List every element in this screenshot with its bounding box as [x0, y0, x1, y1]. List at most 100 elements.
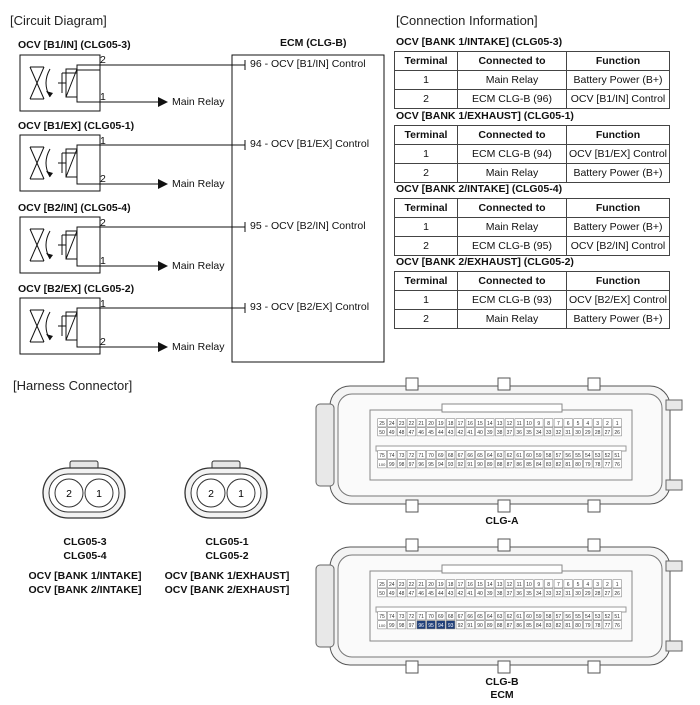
- ecm-pin-number: 75: [379, 614, 385, 620]
- plug-clg05-3-4-drawing: 2 1: [42, 460, 126, 519]
- ecm-pin-cell: [426, 588, 436, 598]
- ecm-pin-cell: [495, 427, 505, 437]
- ecm-pin-number: 56: [565, 614, 571, 620]
- table-row: 2 ECM CLG-B (95) OCV [B2/IN] Control: [394, 236, 670, 256]
- ecm-pin-number: 63: [497, 453, 503, 459]
- ecm-pin-number: 92: [458, 623, 464, 629]
- ecm-pin-cell: [387, 579, 397, 589]
- ecm-pin-cell: [534, 588, 544, 598]
- table-row: 1 Main Relay Battery Power (B+): [394, 70, 670, 90]
- table-row: 1 ECM CLG-B (93) OCV [B2/EX] Control: [394, 290, 671, 310]
- ecm-pin-cell: [446, 579, 456, 589]
- ecm-pin-number: 82: [556, 462, 562, 468]
- ecm-pin-number: 3: [596, 582, 599, 588]
- ecm-pin-number: 33: [546, 591, 552, 597]
- ecm-pin-cell: [553, 588, 563, 598]
- ecm-pin-cell: [455, 611, 465, 621]
- conn-table-3: Terminal Connected to Function 1 Main Re…: [394, 198, 670, 256]
- ecm-pin-number: 53: [595, 614, 601, 620]
- ecm-pin-number: 81: [565, 623, 571, 629]
- ecm-pin-cell: [426, 427, 436, 437]
- ecm-pin-number: 68: [448, 453, 454, 459]
- ecm-pin-cell: [377, 620, 387, 630]
- ecm-pin-number: 99: [389, 462, 395, 468]
- ecm-pin-number: 6: [567, 421, 570, 427]
- ecm-pin-cell: [495, 450, 505, 460]
- ecm-pin-number: 12: [507, 421, 513, 427]
- cell-function: Battery Power (B+): [566, 217, 670, 237]
- ecm-pin-cell: [475, 588, 485, 598]
- main-relay-label-4: Main Relay: [172, 341, 225, 353]
- ocv-2-pin-top: 1: [100, 135, 106, 147]
- ecm-pin-number: 41: [467, 591, 473, 597]
- ecm-pin-number: 93: [448, 462, 454, 468]
- ecm-pin-cell: [573, 418, 583, 428]
- ecm-pin-95-label: 95 - OCV [B2/IN] Control: [250, 220, 366, 232]
- plug-right-id-1: CLG05-1: [205, 536, 249, 548]
- ecm-pin-cell: [514, 450, 524, 460]
- ecm-pin-number: 27: [605, 591, 611, 597]
- ecm-pin-number: 68: [448, 614, 454, 620]
- ecm-pin-cell: [455, 620, 465, 630]
- ecm-pin-number: 51: [614, 453, 620, 459]
- ecm-pin-cell: [436, 588, 446, 598]
- ecm-pin-number: 31: [565, 430, 571, 436]
- ecm-pin-number: 2: [606, 582, 609, 588]
- plug-clg05-1-2-drawing: 2 1: [184, 460, 268, 519]
- ecm-pin-cell: [563, 620, 573, 630]
- ecm-pin-93-label: 93 - OCV [B2/EX] Control: [250, 301, 370, 313]
- ecm-pin-cell: [553, 418, 563, 428]
- ecm-pin-number: 100: [379, 462, 386, 467]
- ecm-pin-cell: [553, 620, 563, 630]
- ecm-pin-cell: [426, 611, 436, 621]
- ecm-pin-cell: [504, 611, 514, 621]
- ecm-pin-cell: [563, 418, 573, 428]
- ecm-pin-number: 43: [448, 430, 454, 436]
- ecm-connector-b-label: CLG-B: [485, 676, 519, 688]
- header-connected-to: Connected to: [457, 198, 567, 218]
- ecm-pin-cell: [436, 579, 446, 589]
- ecm-pin-number: 9: [537, 582, 540, 588]
- ecm-pin-cell: [534, 459, 544, 469]
- circuit-section-title: [Circuit Diagram]: [10, 13, 107, 28]
- ecm-pin-number: 91: [467, 462, 473, 468]
- ecm-pin-number: 84: [536, 623, 542, 629]
- conn-table-2: Terminal Connected to Function 1 ECM CLG…: [394, 125, 671, 183]
- ecm-pin-number: 28: [595, 430, 601, 436]
- ecm-pin-cell: [612, 427, 622, 437]
- ecm-pin-number: 71: [418, 614, 424, 620]
- ecm-pin-number: 49: [389, 430, 395, 436]
- ecm-pin-cell: [416, 620, 426, 630]
- ecm-pin-number: 26: [614, 591, 620, 597]
- ecm-pin-number: 58: [546, 614, 552, 620]
- ecm-pin-number: 7: [557, 582, 560, 588]
- ecm-pin-number: 44: [438, 430, 444, 436]
- ecm-pin-number: 51: [614, 614, 620, 620]
- ecm-pin-number: 8: [547, 421, 550, 427]
- ecm-pin-cell: [573, 588, 583, 598]
- ecm-pin-cell: [397, 450, 407, 460]
- header-terminal: Terminal: [394, 198, 458, 218]
- ecm-pin-cell: [436, 620, 446, 630]
- ecm-pin-number: 36: [516, 430, 522, 436]
- ecm-pin-number: 2: [606, 421, 609, 427]
- ecm-pin-cell: [602, 459, 612, 469]
- ecm-pin-number: 22: [409, 421, 415, 427]
- ecm-pin-cell: [544, 459, 554, 469]
- ecm-pin-cell: [524, 588, 534, 598]
- ecm-pin-number: 1: [616, 582, 619, 588]
- ecm-pin-cell: [514, 579, 524, 589]
- ecm-pin-cell: [602, 450, 612, 460]
- plug-left-id-2: CLG05-4: [63, 550, 107, 562]
- ecm-pin-number: 18: [448, 421, 454, 427]
- table-header-row: Terminal Connected to Function: [394, 271, 671, 291]
- ecm-pin-number: 55: [575, 614, 581, 620]
- ecm-pin-cell: [504, 427, 514, 437]
- ecm-pin-cell: [553, 459, 563, 469]
- ecm-pin-cell: [406, 418, 416, 428]
- ecm-pin-cell: [495, 611, 505, 621]
- ocv-1-name: OCV [B1/IN] (CLG05-3): [18, 39, 131, 51]
- ecm-pin-cell: [583, 418, 593, 428]
